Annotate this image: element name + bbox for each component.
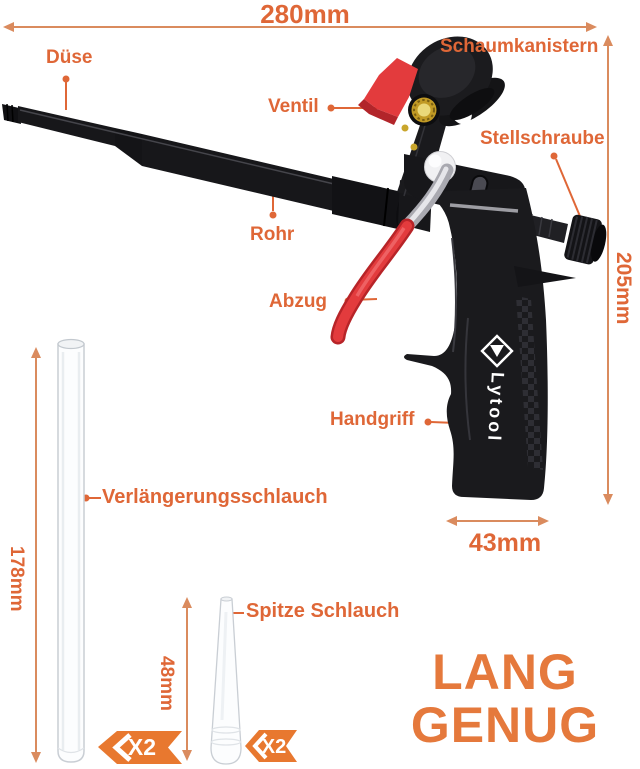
foam-gun-illustration bbox=[2, 36, 607, 500]
nozzle-tip-part bbox=[2, 103, 21, 124]
label-adjustment-screw: Stellschraube bbox=[480, 128, 605, 149]
barrel-part bbox=[18, 106, 416, 231]
dimension-overall-height: 205mm bbox=[612, 252, 635, 325]
handle-part bbox=[404, 188, 576, 500]
dimension-arrow-48mm bbox=[182, 597, 192, 761]
quantity-badge-tube bbox=[98, 731, 182, 764]
label-valve: Ventil bbox=[268, 96, 319, 117]
dimension-arrow-280mm bbox=[3, 22, 597, 32]
label-nozzle: Düse bbox=[46, 47, 93, 68]
tagline-line2: GENUG bbox=[410, 697, 600, 753]
dimension-arrow-178mm bbox=[31, 347, 41, 763]
dimension-handle-width: 43mm bbox=[468, 529, 542, 557]
label-trigger: Abzug bbox=[269, 291, 328, 312]
tagline: LANG GENUG bbox=[390, 646, 620, 752]
extension-tube-illustration bbox=[57, 338, 85, 763]
trigger-part bbox=[330, 163, 454, 345]
dimension-arrow-205mm bbox=[603, 35, 613, 505]
brand-logo-icon bbox=[480, 334, 514, 368]
label-foam-canister: Schaumkanistern bbox=[440, 36, 599, 57]
quantity-badge-cone bbox=[245, 730, 297, 762]
dimension-cone-length: 48mm bbox=[156, 656, 177, 711]
valve-lever-part bbox=[358, 58, 418, 125]
dimension-overall-length: 280mm bbox=[260, 0, 350, 29]
brand-logo-text: Lytool bbox=[484, 371, 508, 444]
label-extension-tube: Verlängerungsschlauch bbox=[102, 486, 328, 508]
label-handle: Handgriff bbox=[330, 409, 415, 430]
dimension-arrow-43mm bbox=[446, 516, 549, 526]
ball-knob-part bbox=[424, 151, 456, 183]
label-barrel: Rohr bbox=[250, 224, 295, 245]
dimension-tube-length: 178mm bbox=[6, 546, 27, 612]
quantity-cone-text: X2 bbox=[261, 736, 287, 758]
quantity-tube-text: X2 bbox=[127, 734, 157, 760]
brass-valve-part bbox=[408, 94, 440, 126]
spring-rod-part bbox=[449, 203, 519, 213]
tagline-line1: LANG bbox=[432, 644, 578, 700]
label-nozzle-tip: Spitze Schlauch bbox=[246, 600, 400, 622]
nozzle-cone-illustration bbox=[210, 596, 242, 765]
canister-basket-part bbox=[407, 36, 505, 127]
